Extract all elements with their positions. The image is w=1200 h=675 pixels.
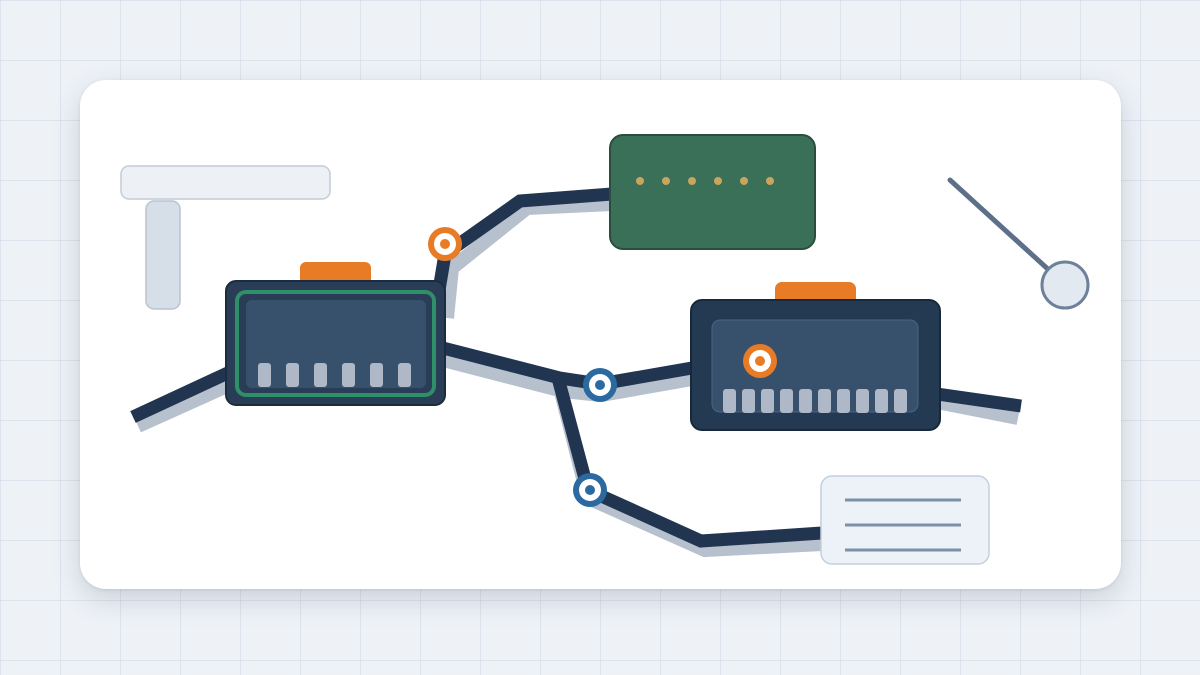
bracket-icon (120, 165, 331, 310)
switch-large-port (780, 389, 793, 413)
switch-large-port (856, 389, 869, 413)
marker-orange-switch (743, 344, 777, 378)
cable-shadow-upper (440, 197, 613, 319)
switch-port (370, 363, 383, 387)
switch-large-port (799, 389, 812, 413)
module-body (609, 134, 816, 250)
cable-shadow-left (135, 374, 241, 433)
label-card-icon (820, 475, 990, 565)
connection-point-icon (428, 227, 777, 507)
cable-shadow-main (441, 353, 694, 403)
bracket-vertical-bar (145, 200, 181, 310)
switch-ports (258, 363, 411, 387)
cable-branch (551, 376, 823, 548)
switch-large-port (761, 389, 774, 413)
switch-port (286, 363, 299, 387)
switch-port (342, 363, 355, 387)
marker-blue-main (583, 368, 617, 402)
probe-icon (947, 177, 1090, 310)
switch-large-port (742, 389, 755, 413)
network-switch-large-icon (690, 282, 941, 431)
cable-right (936, 387, 1022, 413)
switch-large-port (818, 389, 831, 413)
probe-tip (1040, 260, 1090, 310)
switch-large-port (723, 389, 736, 413)
switch-green-frame (235, 290, 436, 397)
green-module-icon (609, 134, 816, 250)
switch-large-port (875, 389, 888, 413)
module-dot (714, 177, 722, 185)
module-dot (688, 177, 696, 185)
probe-stick (947, 177, 1053, 274)
cable-shadow-right (935, 395, 1020, 425)
module-dots (636, 177, 774, 185)
module-dot (662, 177, 670, 185)
cables (130, 187, 1022, 548)
label-card-lines (845, 498, 961, 552)
module-dot (636, 177, 644, 185)
module-dot (766, 177, 774, 185)
network-switch-icon (225, 262, 446, 406)
cable-left (130, 365, 235, 423)
cable-upper (430, 187, 613, 304)
switch-port (314, 363, 327, 387)
label-card (820, 475, 990, 565)
switch-large-ports (723, 389, 907, 413)
switch-port (398, 363, 411, 387)
switch-large-port (894, 389, 907, 413)
switch-large-port (837, 389, 850, 413)
module-dot (740, 177, 748, 185)
marker-blue-branch (573, 473, 607, 507)
bracket-horizontal-bar (120, 165, 331, 200)
switch-port (258, 363, 271, 387)
switch-large-panel (711, 319, 919, 413)
cable-main (441, 341, 694, 391)
marker-orange-upper (428, 227, 462, 261)
